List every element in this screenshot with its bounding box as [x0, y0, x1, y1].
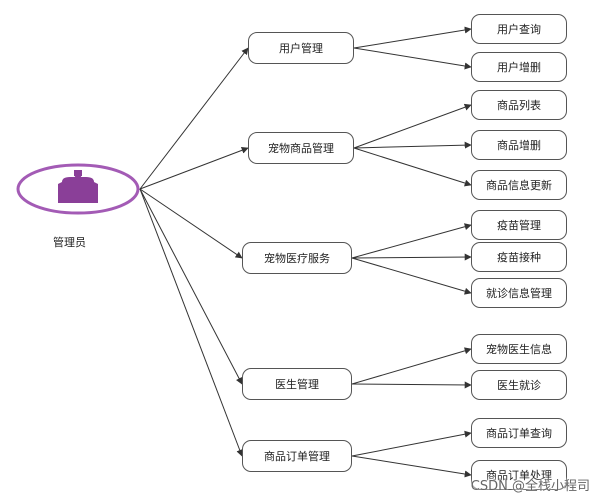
function-node-3-2[interactable]: 疫苗接种 — [471, 242, 567, 272]
function-node-3-1[interactable]: 疫苗管理 — [471, 210, 567, 240]
node-label: 疫苗接种 — [497, 251, 541, 264]
edge-module-2-to-function-1 — [353, 103, 472, 149]
node-label: 商品订单查询 — [486, 427, 552, 440]
function-node-4-2[interactable]: 医生就诊 — [471, 370, 567, 400]
watermark: CSDN @全栈小程司 — [470, 479, 590, 494]
function-node-2-1[interactable]: 商品列表 — [471, 90, 567, 120]
edge-module-2-to-function-3 — [353, 147, 472, 187]
user-icon — [16, 163, 140, 215]
node-label: 医生管理 — [275, 378, 319, 391]
edge-module-1-to-function-2 — [353, 47, 472, 70]
function-node-5-1[interactable]: 商品订单查询 — [471, 418, 567, 448]
function-node-2-3[interactable]: 商品信息更新 — [471, 170, 567, 200]
edge-module-3-to-function-2 — [351, 253, 472, 261]
node-label: 用户增删 — [497, 61, 541, 74]
edge-actor-to-module-1 — [139, 47, 249, 190]
edge-module-4-to-function-1 — [351, 347, 472, 385]
node-label: 商品增删 — [497, 139, 541, 152]
function-node-5-2[interactable]: 商品订单处理 — [471, 460, 567, 490]
function-node-3-3[interactable]: 就诊信息管理 — [471, 278, 567, 308]
edge-module-4-to-function-2 — [351, 381, 472, 389]
function-node-2-2[interactable]: 商品增删 — [471, 130, 567, 160]
node-label: 商品列表 — [497, 99, 541, 112]
edge-module-3-to-function-1 — [351, 223, 472, 259]
node-label: 用户管理 — [279, 42, 323, 55]
edge-module-5-to-function-1 — [351, 430, 472, 457]
actor-label: 管理员 — [53, 236, 86, 249]
edge-module-1-to-function-1 — [353, 26, 472, 49]
edge-module-2-to-function-2 — [353, 141, 472, 149]
node-label: 宠物医疗服务 — [264, 252, 330, 265]
node-label: 就诊信息管理 — [486, 287, 552, 300]
edge-actor-to-module-4 — [139, 188, 243, 385]
node-label: 宠物医生信息 — [486, 343, 552, 356]
function-node-1-2[interactable]: 用户增删 — [471, 52, 567, 82]
edge-actor-to-module-3 — [139, 188, 243, 259]
node-label: 疫苗管理 — [497, 219, 541, 232]
function-node-1-1[interactable]: 用户查询 — [471, 14, 567, 44]
module-node-3[interactable]: 宠物医疗服务 — [242, 242, 352, 274]
node-label: 用户查询 — [497, 23, 541, 36]
edge-module-5-to-function-2 — [351, 455, 472, 478]
node-label: 商品订单管理 — [264, 450, 330, 463]
function-node-4-1[interactable]: 宠物医生信息 — [471, 334, 567, 364]
node-label: 宠物商品管理 — [268, 142, 334, 155]
edge-actor-to-module-5 — [139, 188, 244, 457]
module-node-4[interactable]: 医生管理 — [242, 368, 352, 400]
edge-actor-to-module-2 — [139, 146, 249, 190]
edge-module-3-to-function-3 — [351, 257, 472, 295]
node-label: 商品信息更新 — [486, 179, 552, 192]
node-label: 医生就诊 — [497, 379, 541, 392]
module-node-2[interactable]: 宠物商品管理 — [248, 132, 354, 164]
module-node-5[interactable]: 商品订单管理 — [242, 440, 352, 472]
node-label: 商品订单处理 — [486, 469, 552, 482]
module-node-1[interactable]: 用户管理 — [248, 32, 354, 64]
